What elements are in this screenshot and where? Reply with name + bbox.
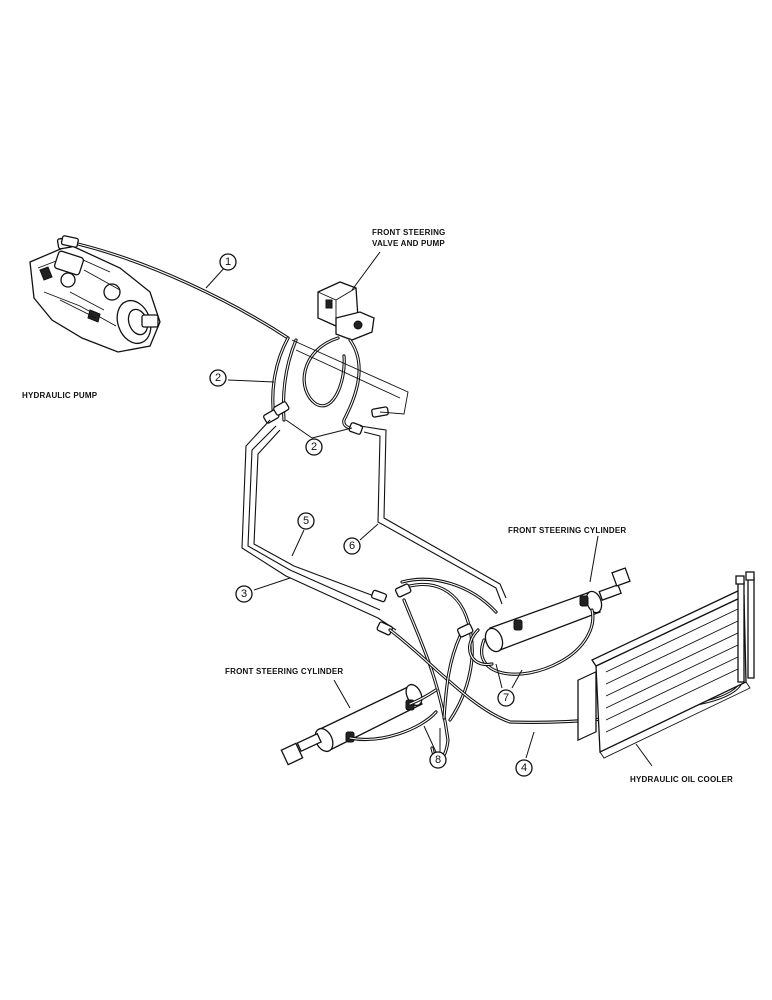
left-steering-cylinder-drawing [280,683,438,766]
callout-6: 6 [343,537,361,555]
label-front-steering-cylinder-right: FRONT STEERING CYLINDER [508,526,626,535]
callout-3: 3 [235,585,253,603]
callout-2-upper-number: 2 [215,372,221,384]
label-steering-valve-line2: VALVE AND PUMP [372,239,445,248]
label-front-steering-cylinder-left: FRONT STEERING CYLINDER [225,667,343,676]
steering-valve-drawing [317,281,375,341]
right-steering-cylinder-drawing [468,567,631,676]
hydraulic-pump-drawing [29,236,161,353]
hose-1 [60,235,290,340]
callout-1: 1 [219,253,237,271]
leader-lines [205,251,653,767]
label-hydraulic-pump: HYDRAULIC PUMP [22,391,98,400]
steel-tubes [241,419,507,636]
callout-4-number: 4 [521,762,527,774]
callout-1-number: 1 [225,256,231,268]
callout-7: 7 [497,689,515,707]
callout-7-number: 7 [503,692,509,704]
oil-cooler-drawing [577,571,755,759]
hose-4-and-crossovers [388,577,744,762]
label-steering-valve-line1: FRONT STEERING [372,228,445,237]
callout-6-number: 6 [349,540,355,552]
callout-3-number: 3 [241,588,247,600]
callout-8: 8 [429,751,447,769]
callout-2-upper: 2 [209,369,227,387]
label-hydraulic-oil-cooler: HYDRAULIC OIL COOLER [630,775,733,784]
callout-2-lower-number: 2 [311,441,317,453]
callout-5-number: 5 [303,515,309,527]
callout-5: 5 [297,512,315,530]
callout-2-lower: 2 [305,438,323,456]
callout-8-number: 8 [435,754,441,766]
hoses-2 [263,336,409,435]
callout-4: 4 [515,759,533,777]
